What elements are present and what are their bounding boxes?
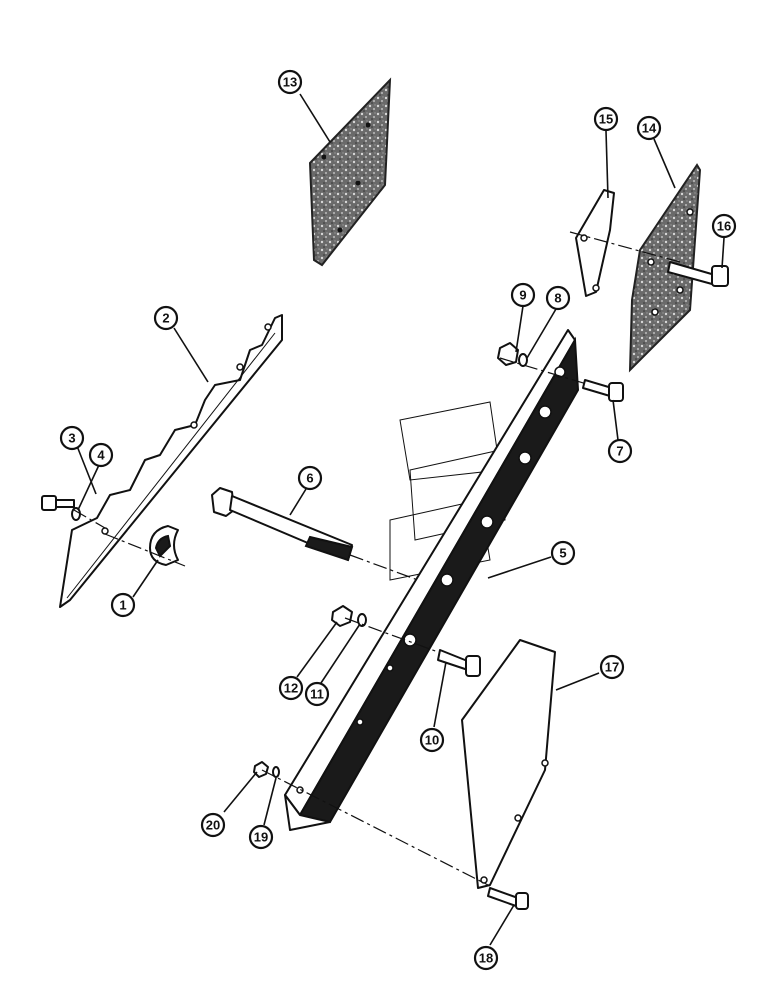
- svg-text:2: 2: [162, 311, 169, 326]
- svg-text:11: 11: [310, 687, 324, 702]
- callout-13: 13: [277, 69, 303, 95]
- part-5-main-bar: [284, 329, 580, 831]
- callout-20: 20: [200, 812, 226, 838]
- svg-text:19: 19: [254, 830, 268, 845]
- leader-7: [612, 399, 619, 441]
- part-9-8-7-nut-washer-bolt: [497, 342, 624, 402]
- leader-6: [289, 488, 307, 516]
- callout-9: 9: [510, 282, 536, 308]
- leader-4: [77, 464, 100, 511]
- part-12-11-10-nut-washer-bolt: [331, 605, 481, 677]
- svg-text:1: 1: [119, 598, 126, 613]
- leader-17: [555, 672, 600, 691]
- part-14-side-plate: [628, 163, 702, 373]
- svg-text:10: 10: [425, 733, 439, 748]
- callout-6: 6: [297, 465, 323, 491]
- leader-lines: [76, 93, 725, 946]
- leader-12: [296, 621, 338, 678]
- svg-text:17: 17: [605, 660, 619, 675]
- leader-2: [173, 327, 209, 383]
- leader-1: [132, 559, 159, 598]
- callout-4: 4: [88, 442, 114, 468]
- svg-text:7: 7: [616, 444, 623, 459]
- svg-text:8: 8: [554, 291, 561, 306]
- part-1-clamp: [104, 525, 186, 567]
- svg-text:5: 5: [559, 546, 566, 561]
- callout-18: 18: [473, 945, 499, 971]
- svg-text:4: 4: [97, 448, 105, 463]
- svg-text:16: 16: [717, 219, 731, 234]
- callout-19: 19: [248, 824, 274, 850]
- callout-3: 3: [59, 425, 85, 451]
- leader-5: [487, 556, 552, 579]
- svg-text:6: 6: [306, 471, 313, 486]
- leader-9: [515, 305, 524, 353]
- callout-15: 15: [593, 106, 619, 132]
- callout-5: 5: [550, 540, 576, 566]
- leader-14: [653, 138, 676, 189]
- svg-text:18: 18: [479, 951, 493, 966]
- part-6-long-bolt: [211, 487, 446, 591]
- callout-11: 11: [304, 681, 330, 707]
- callout-12: 12: [278, 675, 304, 701]
- part-17-lower-plate: [461, 639, 556, 889]
- callout-2: 2: [153, 305, 179, 331]
- leader-3: [76, 445, 97, 495]
- leader-19: [263, 777, 277, 826]
- leader-13: [299, 93, 331, 143]
- part-20-19-18-nut-washer-bolt: [253, 761, 529, 910]
- part-2-serrated-guard: [59, 314, 283, 608]
- callout-16: 16: [711, 213, 737, 239]
- part-15-bracket: [569, 189, 681, 297]
- leader-18: [489, 904, 515, 946]
- callout-7: 7: [607, 438, 633, 464]
- svg-text:20: 20: [206, 818, 220, 833]
- svg-text:9: 9: [519, 288, 526, 303]
- leader-16: [721, 237, 725, 269]
- part-3-4-bolt-washer: [41, 495, 106, 529]
- callout-17: 17: [599, 654, 625, 680]
- callout-8: 8: [545, 285, 571, 311]
- callout-14: 14: [636, 115, 662, 141]
- callout-10: 10: [419, 727, 445, 753]
- leader-20: [223, 771, 258, 813]
- svg-text:12: 12: [284, 681, 298, 696]
- callout-1: 1: [110, 592, 136, 618]
- svg-text:13: 13: [283, 75, 297, 90]
- leader-10: [433, 661, 447, 728]
- part-13-wear-plate: [308, 77, 392, 267]
- svg-text:15: 15: [599, 112, 613, 127]
- leader-11: [320, 623, 361, 684]
- svg-text:3: 3: [68, 431, 75, 446]
- part-16-bolt: [667, 261, 729, 287]
- leader-8: [526, 308, 557, 359]
- svg-text:14: 14: [642, 121, 657, 136]
- leader-15: [605, 130, 609, 199]
